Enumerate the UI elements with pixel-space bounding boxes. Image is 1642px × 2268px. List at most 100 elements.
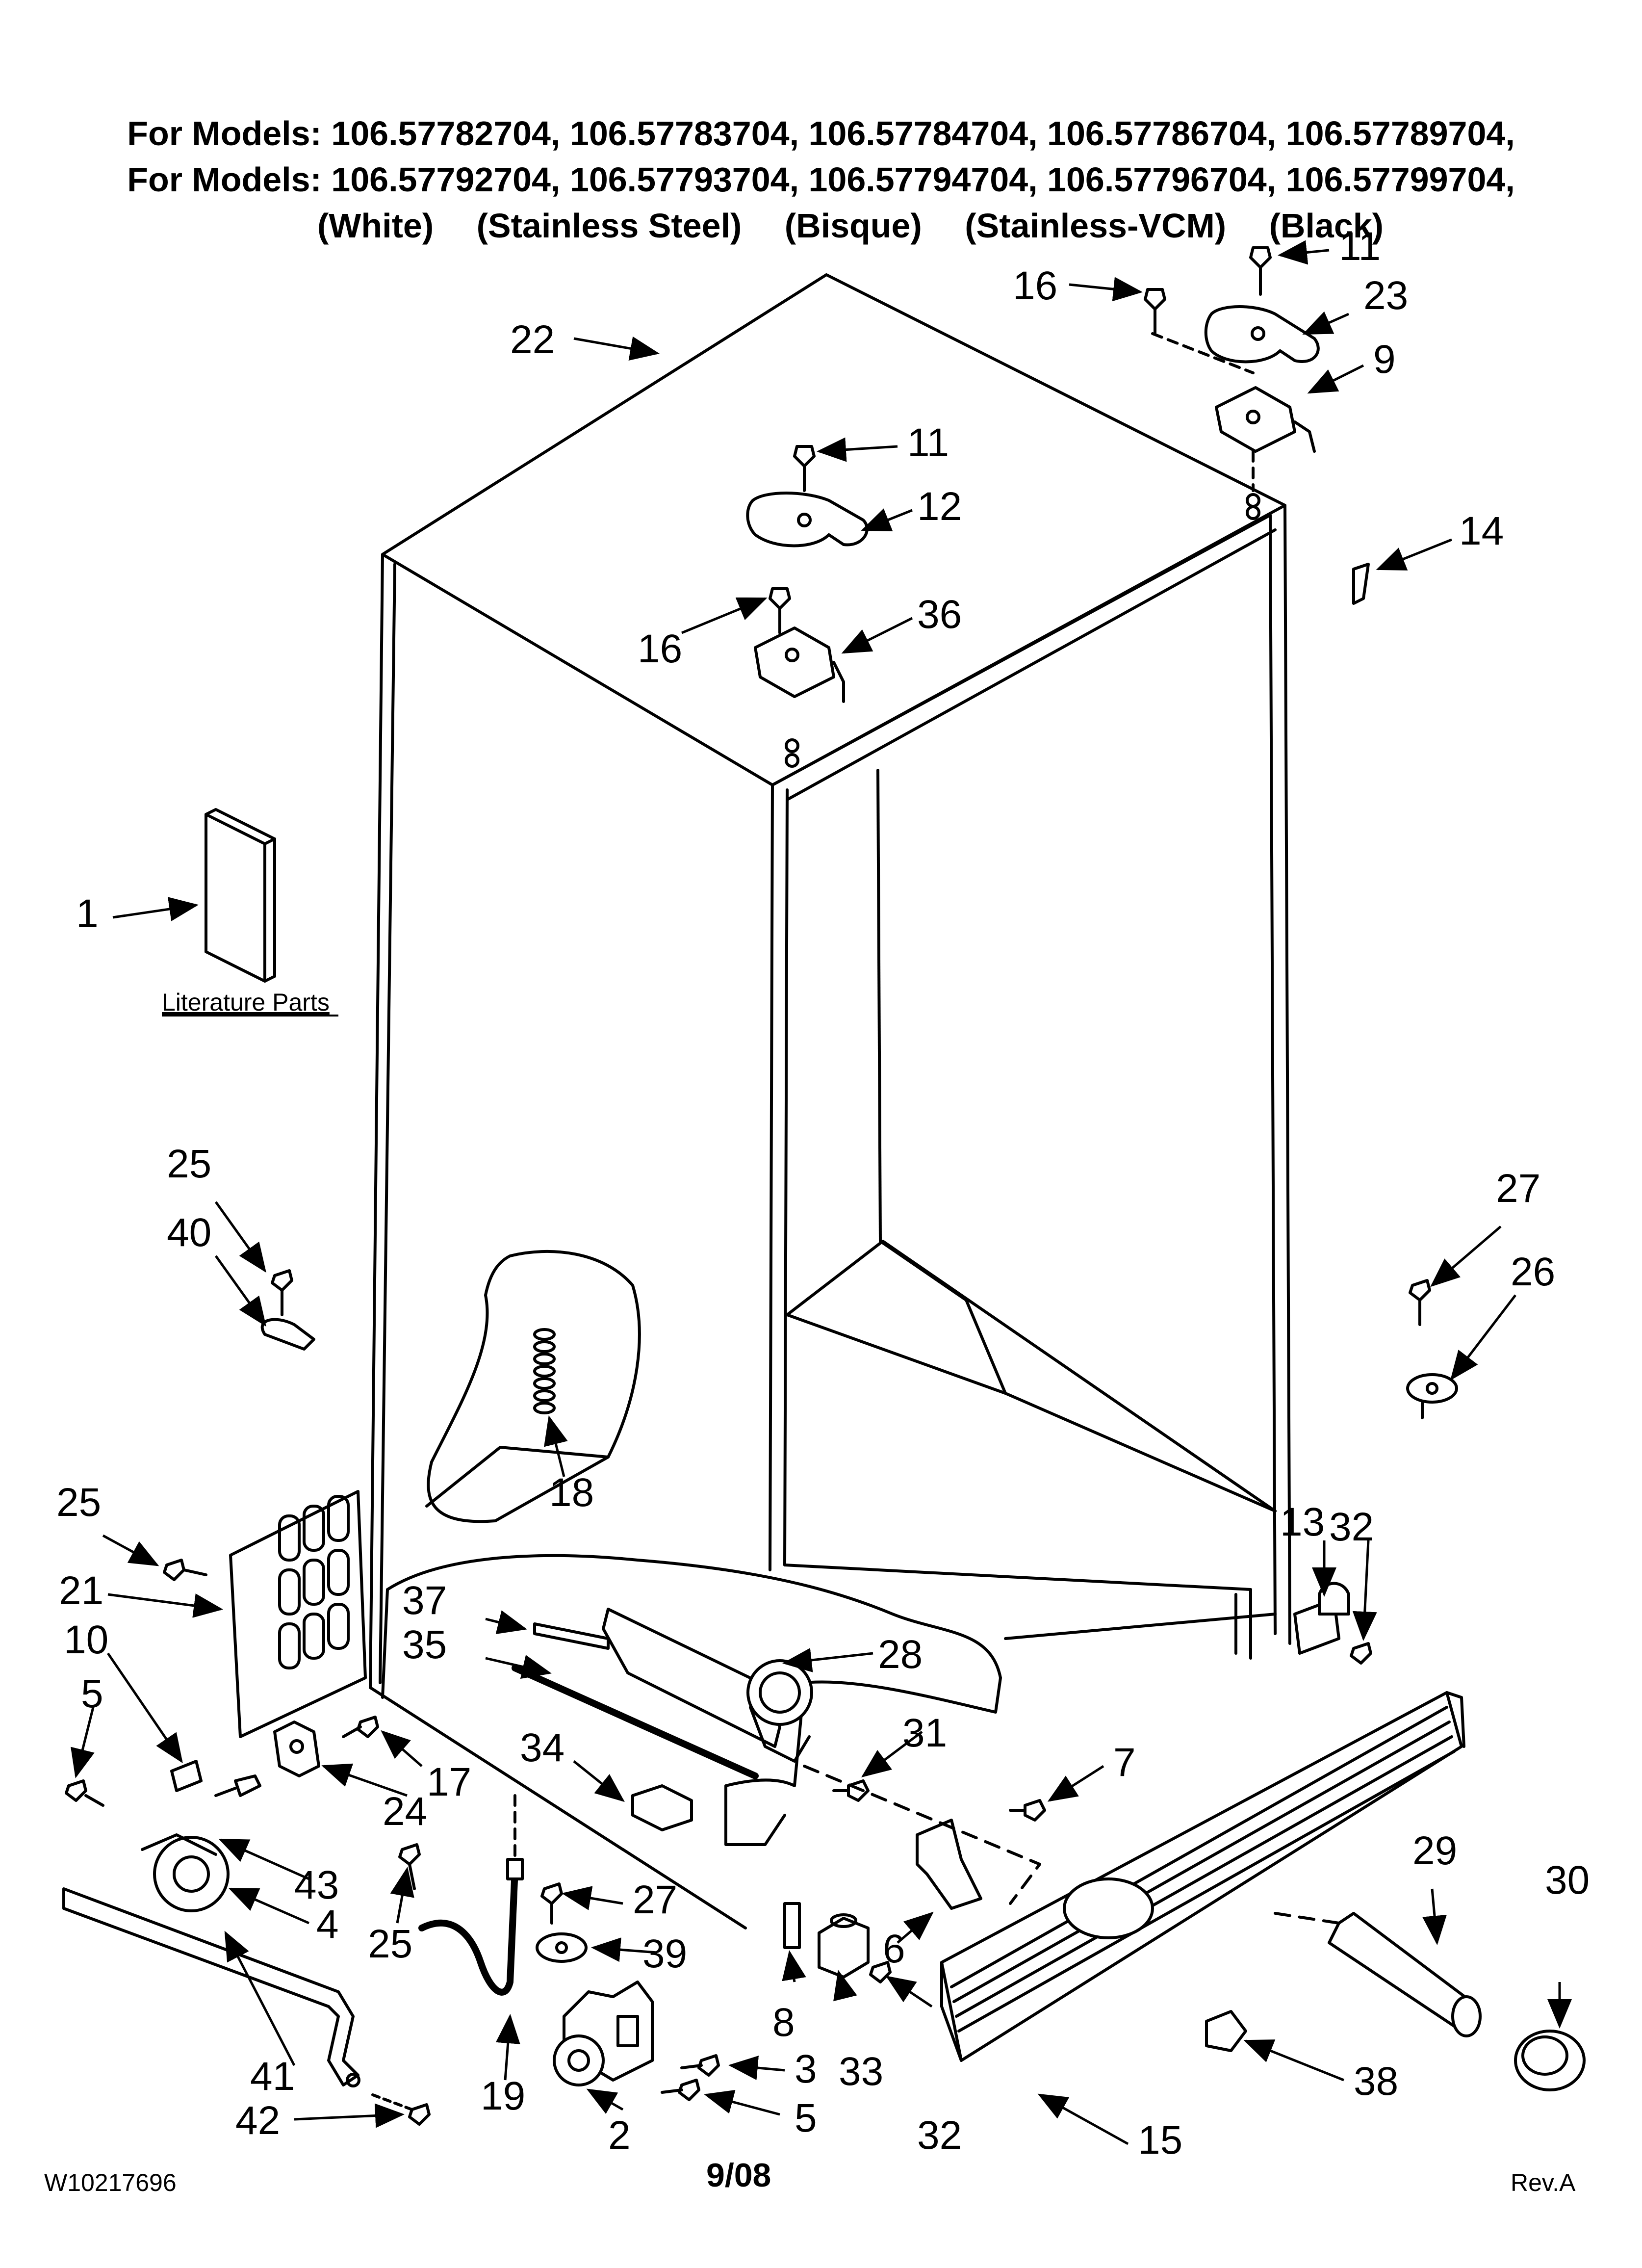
callout-40: 40 <box>167 1210 211 1255</box>
leveler-part-26 <box>1406 1279 1458 1419</box>
callout-42: 42 <box>235 2098 280 2143</box>
callout-28: 28 <box>878 1632 923 1677</box>
callout-18: 18 <box>549 1470 594 1515</box>
callout-35: 35 <box>402 1622 447 1667</box>
color-stainless-steel: (Stainless Steel) <box>476 207 742 245</box>
screw-part-5-left <box>65 1779 104 1807</box>
water-filter-part-29 <box>1274 1912 1482 2037</box>
callout-26: 26 <box>1511 1250 1555 1294</box>
callout-30: 30 <box>1545 1858 1590 1903</box>
filter-end-cap-part-30 <box>1514 2030 1586 2091</box>
callout-43: 43 <box>294 1863 339 1907</box>
screw-part-43 <box>214 1774 261 1797</box>
callout-23: 23 <box>1363 273 1408 318</box>
screw-part-5-lower <box>661 2079 700 2101</box>
document-id: W10217696 <box>44 2169 177 2196</box>
callout-25-left: 25 <box>56 1480 101 1525</box>
callout-25-lower: 25 <box>368 1922 412 1966</box>
callout-32-right: 32 <box>1329 1505 1374 1549</box>
callout-4: 4 <box>316 1902 339 1947</box>
block-part-34 <box>631 1784 693 1831</box>
callout-10: 10 <box>64 1617 108 1662</box>
color-bisque: (Bisque) <box>784 207 922 245</box>
water-line-part-19 <box>418 1794 524 1996</box>
callout-29: 29 <box>1412 1828 1457 1873</box>
screw-11-mid <box>793 445 816 492</box>
top-hinge-right <box>1151 305 1320 520</box>
callout-27-right: 27 <box>1496 1166 1540 1211</box>
model-header: For Models: 106.57782704, 106.57783704, … <box>0 110 1642 249</box>
callout-7: 7 <box>1113 1740 1136 1785</box>
callout-33: 33 <box>839 2049 883 2094</box>
callout-39: 39 <box>642 1931 687 1976</box>
callout-8: 8 <box>772 2000 795 2045</box>
callout-37: 37 <box>402 1578 447 1623</box>
screw-part-27-lower <box>540 1882 563 1925</box>
screw-part-25-lower <box>398 1843 421 1890</box>
clip-part-14 <box>1352 563 1370 605</box>
revision-label: Rev.A <box>1511 2169 1576 2196</box>
callout-14: 14 <box>1459 509 1504 553</box>
literature-parts-label: Literature Parts <box>162 989 330 1016</box>
callout-11-top: 11 <box>1339 224 1381 269</box>
color-white: (White) <box>317 207 434 245</box>
screw-part-42 <box>371 2093 431 2126</box>
rod-part-35 <box>512 1665 759 1779</box>
callout-5-lower: 5 <box>795 2096 817 2140</box>
roller-assembly-part-2 <box>553 1981 654 2086</box>
insulation-plug-part-18 <box>533 1328 556 1414</box>
screw-part-32-bottom <box>869 1961 892 1983</box>
filter-bypass-cap-part-38 <box>1205 2010 1247 2052</box>
callout-31: 31 <box>902 1711 947 1755</box>
screw-11-top <box>1249 246 1272 296</box>
callout-32-bottom: 32 <box>917 2113 962 2158</box>
callout-12: 12 <box>917 484 962 529</box>
rear-access-panel <box>229 1490 367 1738</box>
callout-17: 17 <box>427 1760 471 1804</box>
roller-arm-part-41 <box>62 1887 360 2087</box>
screw-part-7 <box>1009 1799 1046 1822</box>
color-stainless-vcm: (Stainless-VCM) <box>965 207 1227 245</box>
callout-24: 24 <box>383 1789 427 1834</box>
callout-13: 13 <box>1280 1500 1325 1544</box>
callout-5-left: 5 <box>81 1671 103 1716</box>
screw-part-17 <box>342 1716 379 1738</box>
callout-41: 41 <box>250 2054 295 2099</box>
top-hinge-left <box>746 492 869 768</box>
leader-arrows <box>71 240 1572 2145</box>
tube-part-37 <box>533 1622 610 1650</box>
model-list-line-2: For Models: 106.57792704, 106.57793704, … <box>127 160 1515 199</box>
bracket-part-13 <box>1293 1582 1372 1665</box>
callout-38: 38 <box>1354 2059 1398 2104</box>
callout-3: 3 <box>795 2047 817 2091</box>
bracket-part-6 <box>916 1819 982 1910</box>
callout-16-top: 16 <box>1013 263 1057 308</box>
callout-19: 19 <box>481 2074 525 2118</box>
screw-part-3 <box>680 2054 720 2077</box>
callout-34: 34 <box>520 1725 564 1770</box>
revision-date: 9/08 <box>706 2157 771 2194</box>
callout-labels: 1 2 3 4 5 5 6 7 8 9 10 11 11 12 13 14 15… <box>56 224 1590 2163</box>
callout-21: 21 <box>59 1568 103 1613</box>
callout-6: 6 <box>883 1927 905 1971</box>
clamp-part-40 <box>260 1269 315 1351</box>
callout-22: 22 <box>510 317 555 362</box>
screw-16-top <box>1144 288 1166 335</box>
callout-9: 9 <box>1373 337 1396 382</box>
clip-part-10 <box>170 1760 203 1792</box>
screw-part-25-left <box>163 1559 207 1581</box>
callout-11-mid: 11 <box>907 420 949 465</box>
callout-27-lower: 27 <box>633 1877 677 1922</box>
side-cutaway <box>425 1250 641 1523</box>
color-list: (White) (Stainless Steel) (Bisque) (Stai… <box>0 203 1642 249</box>
callout-15: 15 <box>1138 2118 1182 2163</box>
leveler-part-39 <box>536 1932 588 1963</box>
bracket-part-33 <box>818 1913 870 1979</box>
model-list-line-1: For Models: 106.57782704, 106.57783704, … <box>127 114 1515 153</box>
roller-part-4 <box>141 1833 230 1912</box>
callout-16-mid: 16 <box>638 626 682 671</box>
callout-36: 36 <box>917 592 962 637</box>
callout-2: 2 <box>608 2113 631 2158</box>
bracket-part-24 <box>273 1721 320 1777</box>
